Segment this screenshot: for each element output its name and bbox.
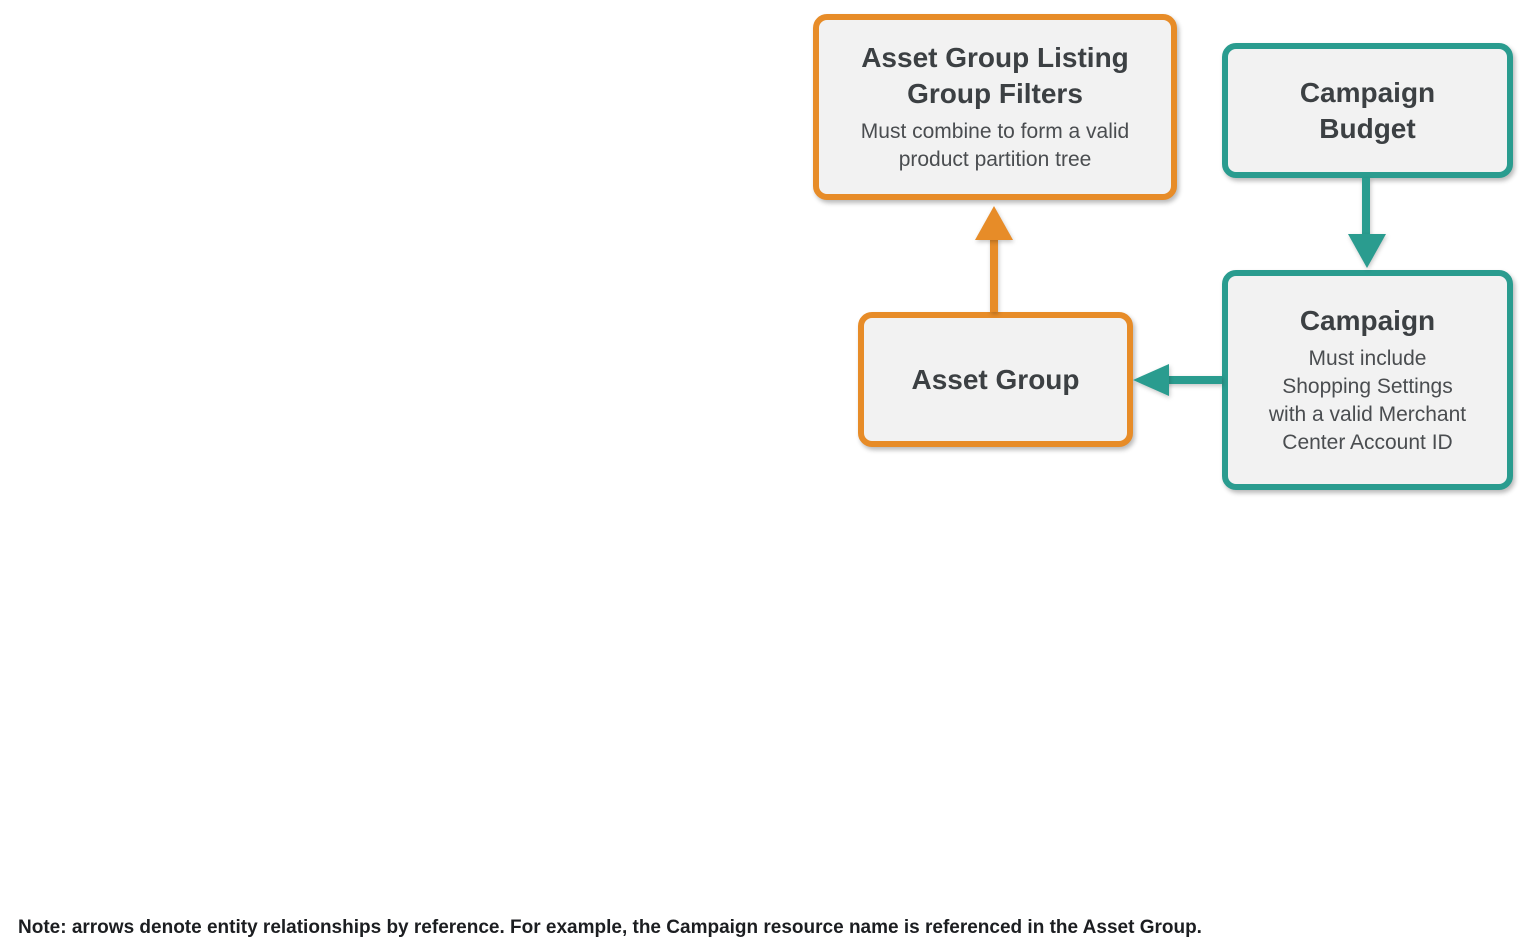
node-asset-group-listing-group-filters: Asset Group Listing Group Filters Must c… bbox=[813, 14, 1177, 200]
node-title: Asset Group bbox=[911, 363, 1080, 395]
node-campaign-budget: Campaign Budget bbox=[1222, 43, 1513, 178]
node-campaign: Campaign Must include Shopping Settings … bbox=[1222, 270, 1513, 490]
arrow-left-icon bbox=[1133, 364, 1169, 396]
node-asset-group: Asset Group bbox=[858, 312, 1133, 447]
arrow-down-icon bbox=[1348, 234, 1386, 268]
node-title: Asset Group Listing Group Filters bbox=[861, 42, 1129, 109]
node-title: Campaign Budget bbox=[1299, 76, 1436, 144]
node-title: Campaign bbox=[1299, 305, 1436, 336]
node-subtitle: Must include Shopping Settings with a va… bbox=[1268, 347, 1467, 454]
arrow-campaign-to-asset-group-shaft bbox=[1165, 376, 1222, 384]
arrow-budget-to-campaign-shaft bbox=[1362, 178, 1370, 236]
arrow-up-icon bbox=[975, 206, 1013, 240]
arrow-asset-group-to-filters-shaft bbox=[990, 238, 998, 312]
node-subtitle: Must combine to form a valid product par… bbox=[860, 120, 1130, 171]
note-text: Note: arrows denote entity relationships… bbox=[18, 917, 1202, 938]
